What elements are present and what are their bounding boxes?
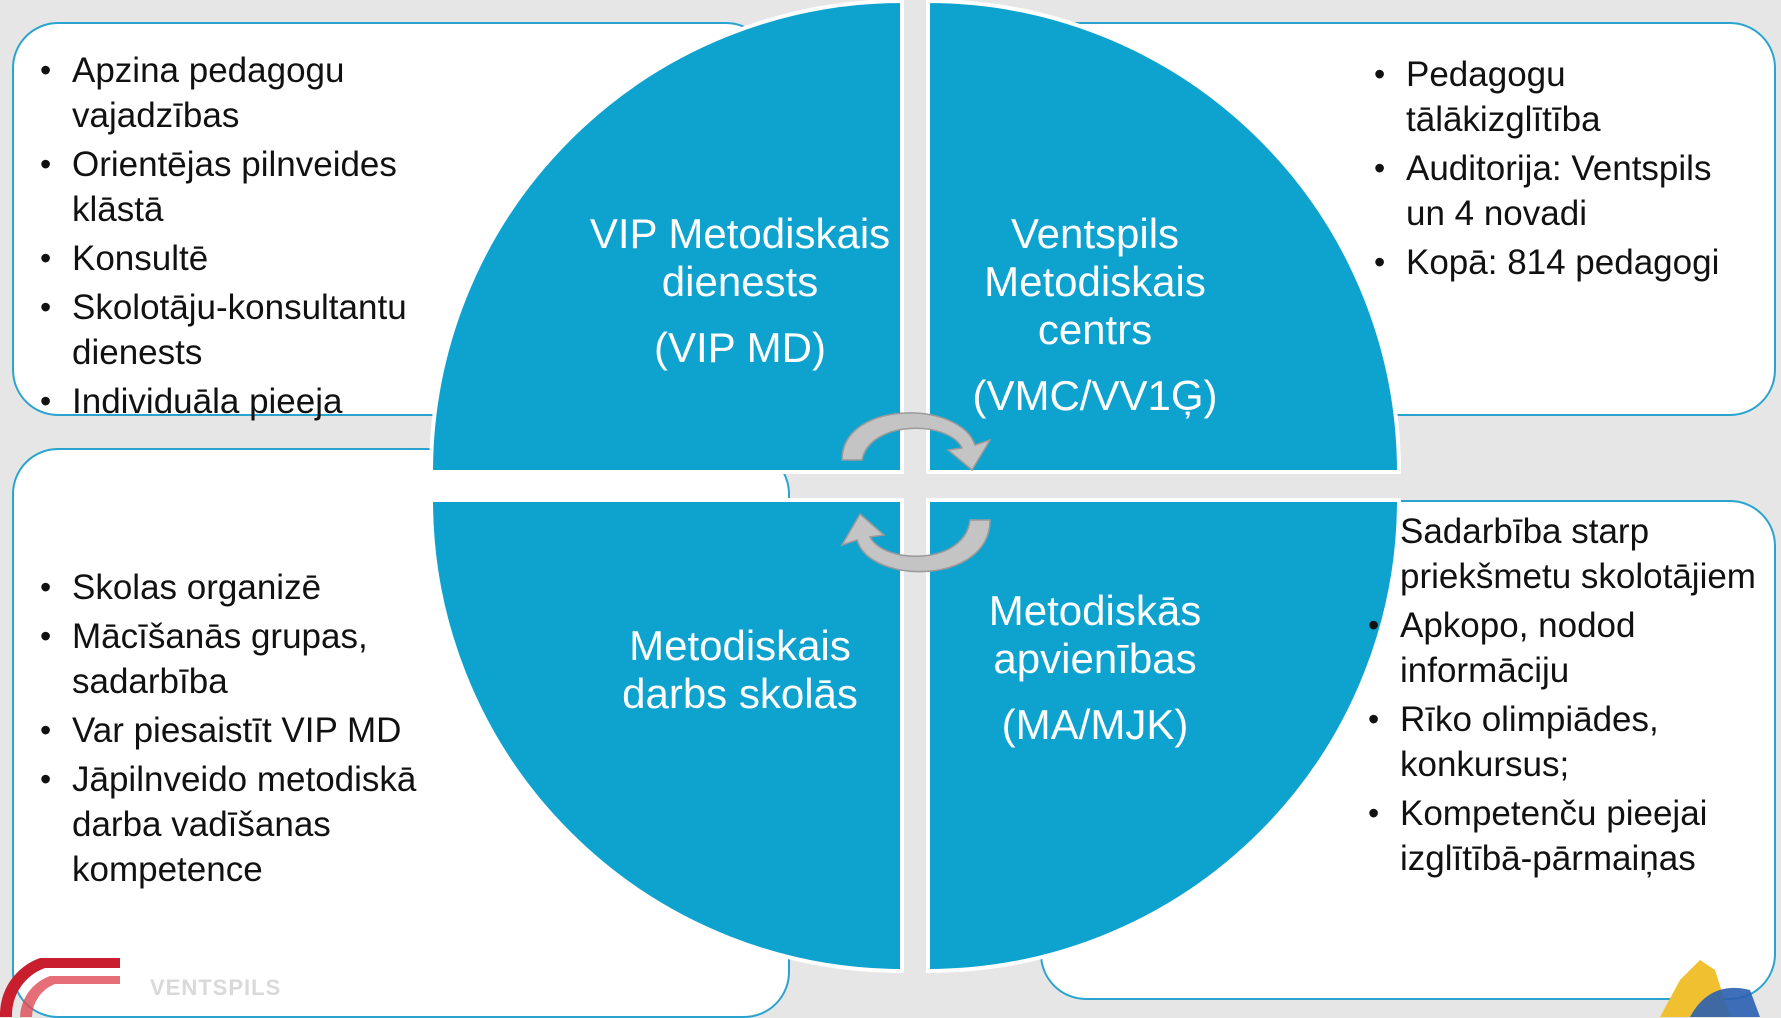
bullet-icon: • (40, 712, 52, 748)
bullet-icon: • (40, 618, 52, 654)
bottom-right-bullet-list: Sadarbība starp priekšmetu skolotājiem •… (1366, 509, 1766, 885)
quadrant-top-left (428, 0, 904, 474)
list-item: •Individuāla pieeja (38, 379, 448, 424)
bullet-icon: • (40, 240, 52, 276)
list-item: •Jāpilnveido metodiskā darba vadīšanas k… (38, 757, 458, 892)
quadrant-top-right (926, 0, 1402, 474)
list-lead-item: Sadarbība starp priekšmetu skolotājiem (1400, 512, 1756, 596)
list-item: •Auditorija: Ventspils un 4 novadi (1372, 146, 1752, 236)
logo-text: VENTSPILS (150, 975, 282, 1000)
quadrant-bottom-right (926, 498, 1402, 974)
bullet-icon: • (1368, 795, 1380, 831)
quadrant-title: VIP Metodiskais dienests (589, 210, 891, 305)
bullet-icon: • (1368, 607, 1380, 643)
quadrant-top-left-label: VIP Metodiskais dienests (VIP MD) (580, 210, 900, 372)
quadrant-bottom-left-label: Metodiskais darbs skolās (590, 622, 890, 718)
quadrant-title: Metodiskās apvienības (988, 587, 1202, 682)
top-left-bullet-list: •Apzina pedagogu vajadzības •Orientējas … (38, 48, 448, 428)
list-item: •Apkopo, nodod informāciju (1366, 603, 1766, 693)
bullet-icon: • (40, 761, 52, 797)
quadrant-abbr: (VMC/VV1Ģ) (972, 372, 1218, 419)
list-item: •Apzina pedagogu vajadzības (38, 48, 448, 138)
list-item: •Kompetenču pieejai izglītībā-pārmaiņas (1366, 791, 1766, 881)
quadrant-abbr: (VIP MD) (654, 324, 826, 371)
list-item: •Skolas organizē (38, 565, 458, 610)
ventspils-logo (0, 958, 120, 1017)
bullet-icon: • (40, 146, 52, 182)
school-logo (1660, 960, 1760, 1017)
bullet-icon: • (1374, 244, 1386, 280)
bullet-icon: • (1368, 701, 1380, 737)
list-item: •Var piesaistīt VIP MD (38, 708, 458, 753)
list-item: •Konsultē (38, 236, 448, 281)
list-item: •Kopā: 814 pedagogi (1372, 240, 1752, 285)
bullet-icon: • (1374, 56, 1386, 92)
bullet-icon: • (40, 52, 52, 88)
bullet-icon: • (1374, 150, 1386, 186)
quadrant-bottom-left (428, 498, 904, 974)
list-item: •Pedagogu tālākizglītība (1372, 52, 1752, 142)
cycle-arrows-icon (840, 412, 992, 573)
quadrant-title: Ventspils Metodiskais centrs (984, 210, 1206, 353)
bullet-icon: • (40, 569, 52, 605)
list-item: •Skolotāju-konsultantu dienests (38, 285, 448, 375)
list-item: •Orientējas pilnveides klāstā (38, 142, 448, 232)
quadrant-bottom-right-label: Metodiskās apvienības (MA/MJK) (955, 587, 1235, 749)
bottom-left-bullet-list: •Skolas organizē •Mācīšanās grupas, sada… (38, 565, 458, 896)
list-item: •Mācīšanās grupas, sadarbība (38, 614, 458, 704)
quadrant-title: Metodiskais darbs skolās (622, 622, 858, 717)
quadrant-abbr: (MA/MJK) (1001, 701, 1189, 748)
bullet-icon: • (40, 289, 52, 325)
top-right-bullet-list: •Pedagogu tālākizglītība •Auditorija: Ve… (1372, 52, 1752, 289)
list-item: •Rīko olimpiādes, konkursus; (1366, 697, 1766, 787)
quadrant-top-right-label: Ventspils Metodiskais centrs (VMC/VV1Ģ) (945, 210, 1245, 420)
bullet-icon: • (40, 383, 52, 419)
